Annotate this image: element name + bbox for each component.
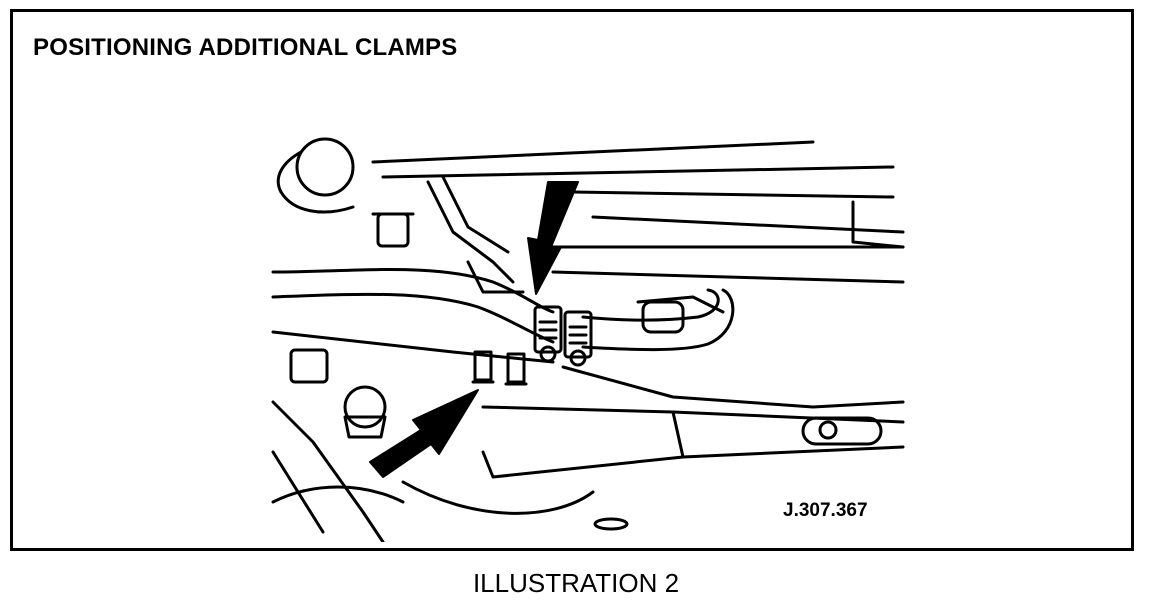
figure-caption: ILLUSTRATION 2 — [472, 568, 680, 598]
technical-illustration — [271, 137, 905, 542]
figure-frame: POSITIONING ADDITIONAL CLAMPS — [10, 9, 1134, 551]
drawing-reference-code: J.307.367 — [783, 500, 868, 521]
figure-title: POSITIONING ADDITIONAL CLAMPS — [33, 34, 458, 61]
